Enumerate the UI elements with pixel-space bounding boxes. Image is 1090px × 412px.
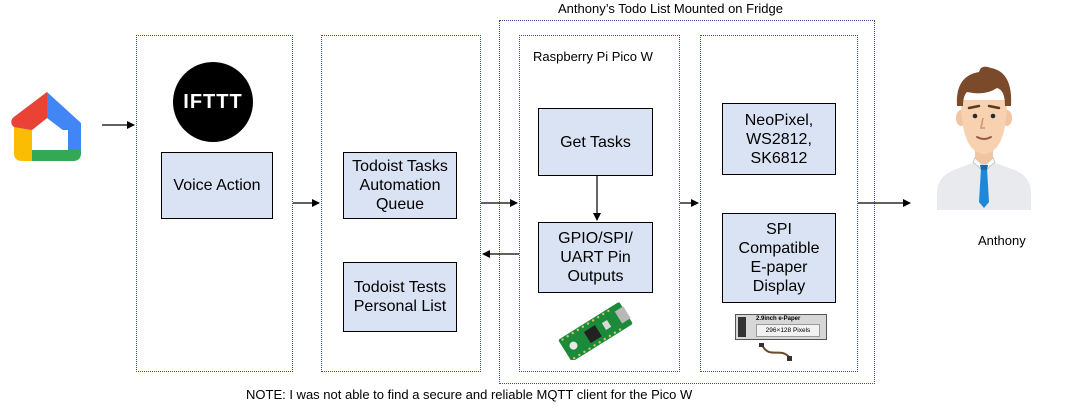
voice-action-box: Voice Action [161, 152, 273, 219]
person-avatar [937, 66, 1031, 210]
epaper-cable-image [759, 343, 792, 361]
automation-queue-box: Todoist Tasks Automation Queue [343, 152, 457, 219]
displays-panel [700, 35, 858, 372]
epaper-connector [738, 317, 746, 337]
fridge-boundary [499, 20, 875, 384]
google-home-icon [11, 92, 81, 161]
epaper-screen: 296×128 Pixels [756, 324, 820, 337]
pico-label: Raspberry Pi Pico W [533, 49, 653, 64]
pico-panel [519, 35, 680, 372]
epaper-box: SPI Compatible E-paper Display [722, 213, 836, 303]
get-tasks-box: Get Tasks [538, 108, 653, 176]
epaper-module-image: 2.9inch e-Paper 296×128 Pixels [735, 314, 827, 340]
personal-list-box: Todoist Tests Personal List [343, 262, 457, 332]
pin-outputs-box: GPIO/SPI/ UART Pin Outputs [538, 222, 653, 293]
todoist-panel [321, 35, 481, 372]
epaper-board-text: 2.9inch e-Paper [756, 316, 801, 322]
footnote: NOTE: I was not able to find a secure an… [246, 387, 693, 402]
ifttt-panel [136, 35, 293, 372]
person-name: Anthony [978, 233, 1026, 248]
diagram-title: Anthony’s Todo List Mounted on Fridge [558, 1, 783, 16]
pico-board-image [558, 302, 633, 360]
ifttt-logo: IFTTT [173, 62, 253, 142]
ifttt-logo-text: IFTTT [183, 90, 243, 113]
neopixel-box: NeoPixel, WS2812, SK6812 [722, 103, 836, 175]
